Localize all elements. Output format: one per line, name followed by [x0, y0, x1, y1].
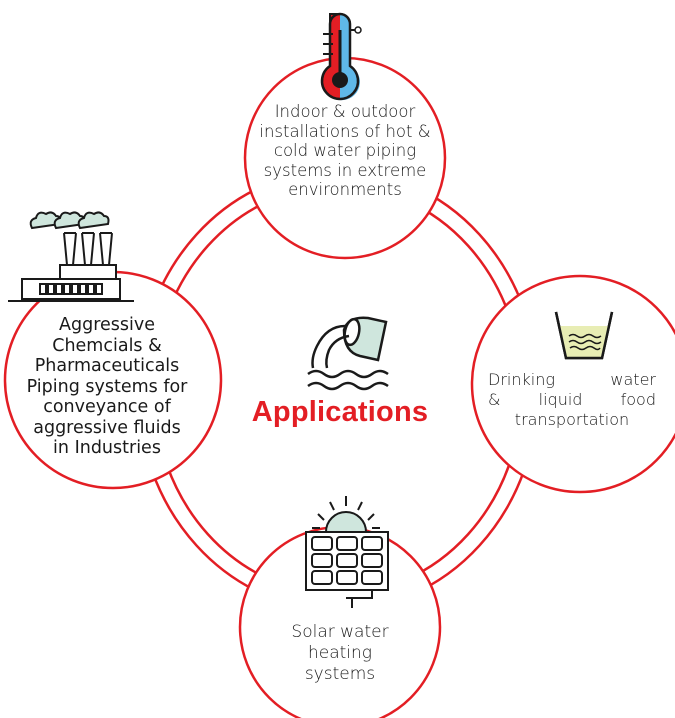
node-left-line: in Industries: [53, 438, 161, 458]
node-left-line: Pharmaceuticals: [34, 356, 180, 376]
node-top-line: Indoor & outdoor: [274, 102, 416, 121]
node-label-right: Drinking water & liquid food transportat…: [488, 370, 656, 430]
node-bottom-line: heating: [307, 643, 372, 663]
node-left-line: aggressive fluids: [33, 417, 181, 438]
node-right-line: & liquid food: [488, 390, 656, 409]
node-top-line: installations of hot &: [259, 121, 431, 141]
node-circle-right: [470, 274, 675, 494]
node-right-line: Drinking water: [488, 370, 656, 389]
node-label-top: Indoor & outdoor installations of hot & …: [250, 102, 440, 200]
node-right-line: transportation: [514, 410, 630, 429]
solar-panel-icon: [305, 496, 389, 608]
node-label-left: Aggressive Chemcials & Pharmaceuticals P…: [8, 315, 206, 459]
thermometer-icon: [320, 12, 362, 101]
factory-icon: [8, 211, 134, 302]
node-bottom-line: Solar water: [291, 622, 389, 642]
node-left-line: Piping systems for: [26, 376, 188, 397]
node-top-line: cold water piping: [273, 141, 417, 160]
pipe-water-outlet-icon: [307, 316, 389, 391]
node-circles: [3, 56, 675, 718]
node-left-line: Aggressive: [59, 315, 155, 335]
node-left-line: conveyance of: [43, 397, 171, 417]
node-bottom-line: systems: [304, 664, 376, 684]
glass-of-water-icon: [554, 311, 614, 360]
center-title: Applications: [251, 396, 429, 428]
node-top-line: environments: [288, 180, 402, 199]
node-label-bottom: Solar water heating systems: [270, 622, 410, 685]
node-top-line: systems in extreme: [263, 160, 427, 180]
node-left-line: Chemcials &: [52, 335, 162, 356]
